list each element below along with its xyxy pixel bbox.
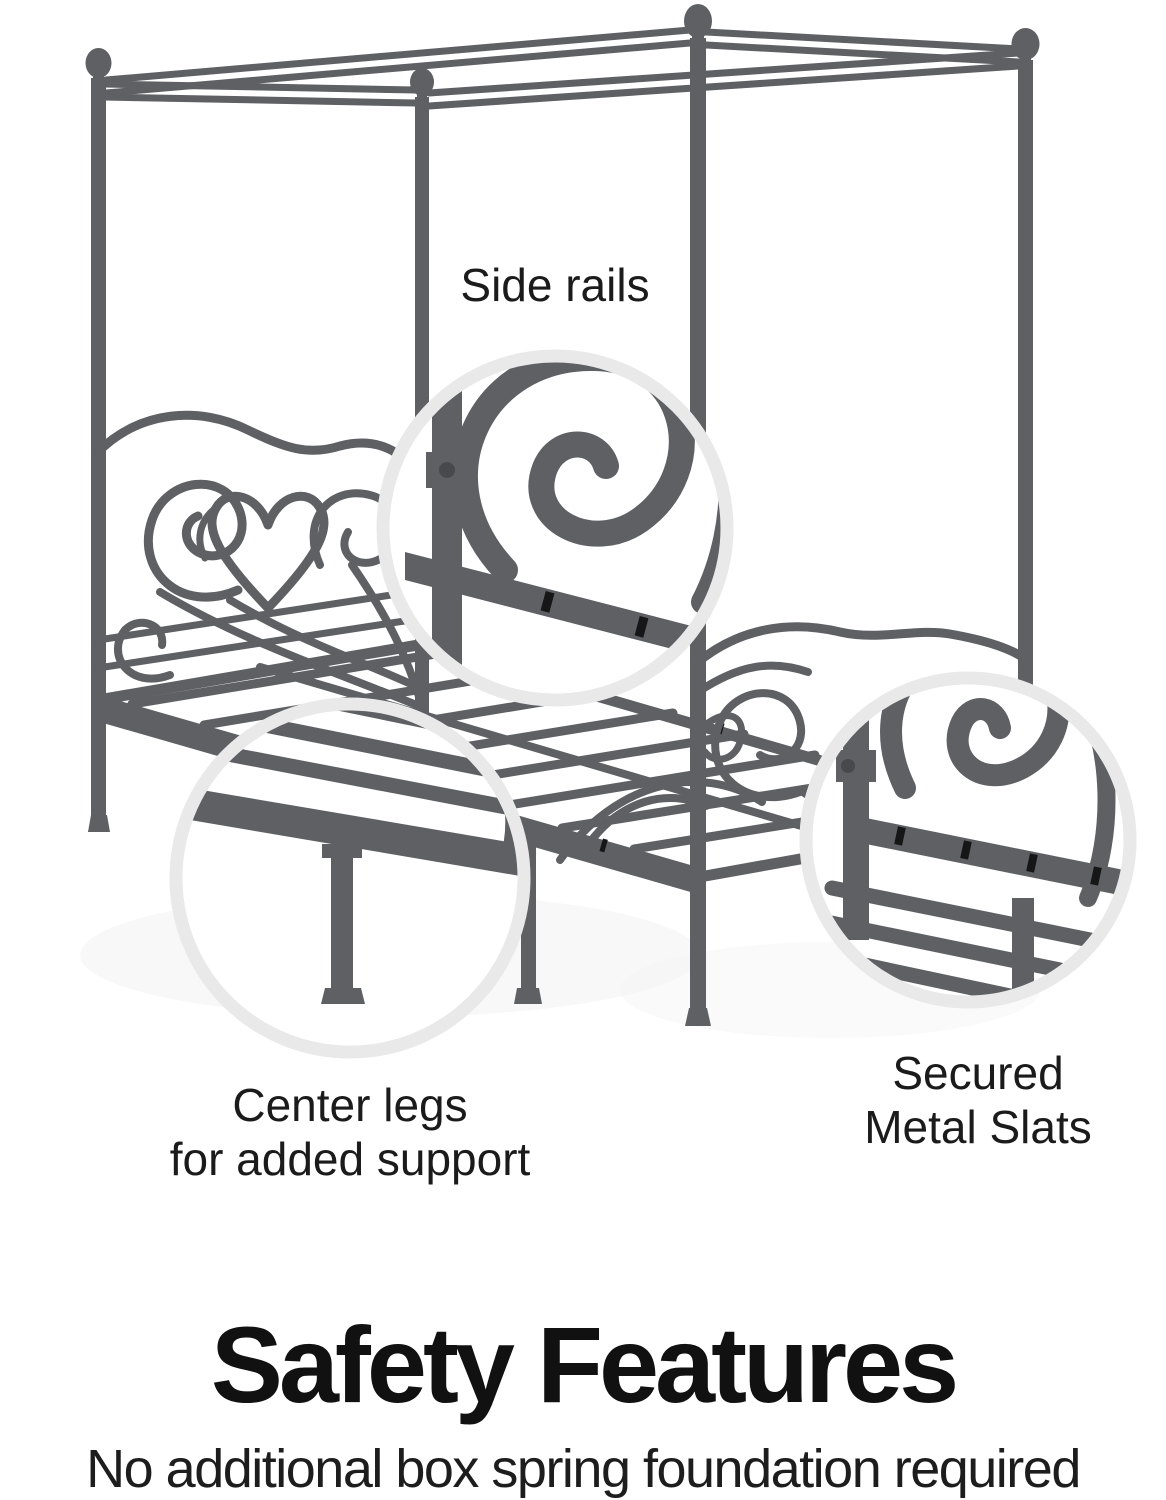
magnifier-secured-slats: [799, 671, 1137, 1009]
center-legs-label-line2: for added support: [169, 1133, 531, 1186]
center-legs-label-line1: Center legs: [232, 1079, 468, 1131]
secured-slats-label: Secured Metal Slats: [793, 1046, 1163, 1155]
canopy-rails: [100, 26, 1023, 110]
side-rails-label: Side rails: [380, 258, 730, 312]
center-legs-label: Center legs for added support: [105, 1078, 595, 1187]
magnifier-side-rails: [376, 349, 734, 707]
secured-slats-label-line2: Metal Slats: [864, 1101, 1092, 1154]
canopy-bed-illustration: [85, 4, 1137, 1059]
side-rails-label-text: Side rails: [460, 259, 650, 311]
magnifier-center-legs: [169, 697, 531, 1059]
page-title: Safety Features: [210, 1304, 959, 1425]
secured-slats-label-line1: Secured: [892, 1047, 1064, 1099]
page-subtitle: No additional box spring foundation requ…: [86, 1439, 1081, 1499]
